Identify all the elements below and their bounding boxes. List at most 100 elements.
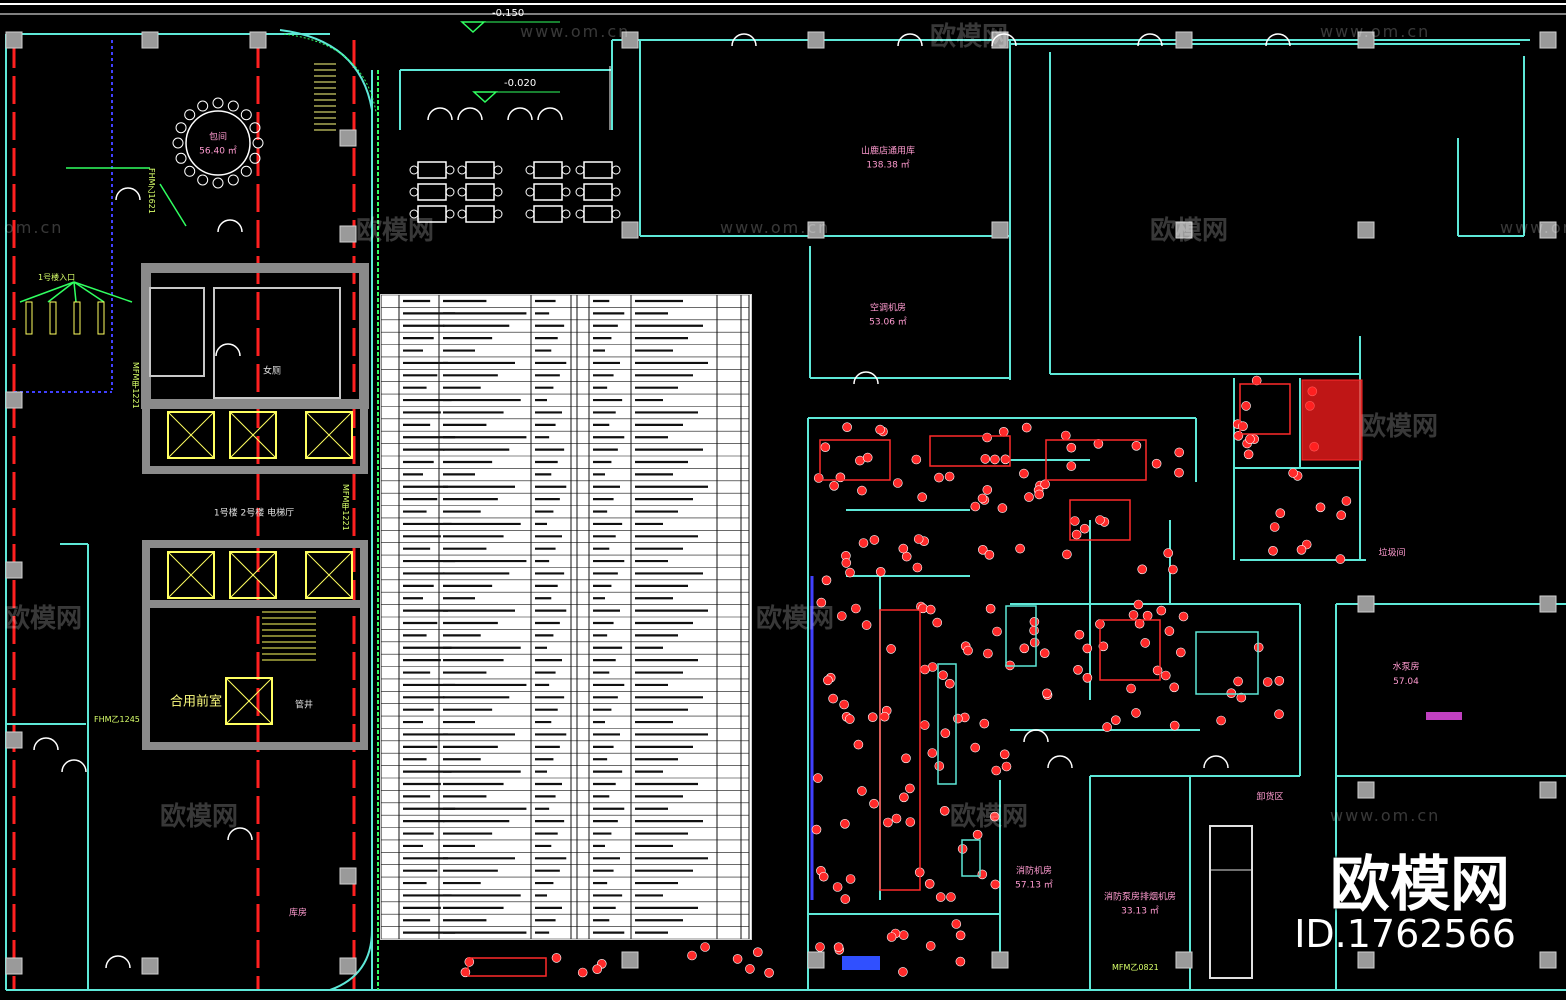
equipment-tag — [1131, 708, 1141, 718]
equipment-tag — [1062, 549, 1072, 560]
column — [621, 31, 639, 49]
equipment-tag — [1034, 489, 1044, 500]
elevator-cross — [305, 411, 353, 459]
equipment-tag — [858, 538, 869, 548]
equipment-tag — [1269, 522, 1280, 532]
door-tag-banquet: FHM乙1621 — [147, 168, 156, 214]
equipment-tag — [1315, 502, 1326, 513]
room-name-storage: 山鹿店通用库 — [860, 146, 916, 157]
equipment-tag — [997, 503, 1008, 513]
chair — [409, 165, 419, 175]
chair — [525, 187, 535, 197]
equipment-tag — [1061, 430, 1071, 441]
watermark-url: www.om.cn — [520, 22, 631, 41]
column — [1539, 951, 1557, 969]
room-name-restroom: 女厕 — [262, 366, 282, 377]
chair — [445, 209, 455, 219]
equipment-tag — [811, 824, 822, 835]
column — [621, 951, 639, 969]
equipment-tag — [990, 454, 1000, 465]
equipment-tag — [813, 773, 823, 783]
equipment-tag — [1236, 692, 1247, 703]
equipment-tag — [980, 454, 991, 464]
equipment-tag — [820, 442, 831, 453]
equipment-tag — [700, 942, 710, 952]
column — [1357, 31, 1375, 49]
chair — [575, 209, 585, 219]
equipment-tag — [912, 562, 923, 573]
chair — [561, 165, 571, 175]
equipment-tag — [934, 761, 945, 771]
equipment-tag — [764, 967, 774, 978]
dining-table — [583, 205, 613, 223]
equipment-tag — [925, 941, 936, 951]
equipment-tag — [911, 454, 922, 465]
wall-lines — [5, 29, 1566, 991]
column — [339, 957, 357, 975]
equipment-tag — [927, 748, 938, 758]
equipment-tag — [977, 544, 988, 555]
watermark-brand: 欧模网 — [1150, 216, 1229, 246]
equipment-tag — [752, 947, 763, 958]
column — [1175, 221, 1193, 239]
door-swing — [1203, 755, 1229, 769]
equipment-tag — [816, 597, 827, 608]
equipment-tag — [953, 713, 963, 724]
chair — [227, 100, 239, 112]
equipment-tag — [840, 894, 851, 904]
equipment-tag — [592, 964, 603, 975]
equipment-tag — [983, 648, 993, 659]
watermark-brand: 欧模网 — [356, 216, 435, 246]
equipment-tag — [1216, 715, 1226, 726]
bollard — [97, 301, 105, 335]
equipment-tag — [1151, 458, 1162, 469]
asset-id: ID.1762566 — [1294, 912, 1516, 956]
equipment-tag — [1019, 643, 1030, 654]
equipment-tag — [1098, 641, 1109, 652]
equipment-tag — [934, 472, 944, 483]
elevator-cross — [305, 551, 353, 599]
level-marker-top: -0.150 — [492, 8, 525, 19]
elevator-cross — [167, 411, 215, 459]
room-area-ac: 53.06 ㎡ — [869, 317, 907, 328]
room-name-fire: 消防机房 — [1015, 866, 1053, 877]
equipment-tag — [935, 892, 946, 902]
equipment-tag — [857, 786, 867, 796]
brand-logo-text: 欧模网 — [1330, 850, 1510, 920]
equipment-tag — [1001, 761, 1012, 772]
column — [1539, 31, 1557, 49]
equipment-tag — [1039, 648, 1050, 659]
equipment-tag — [1268, 545, 1278, 556]
equipment-tag — [998, 426, 1009, 437]
room-area-firepump: 33.13 ㎡ — [1121, 906, 1159, 917]
room-name-firepump: 消防泵房排烟机房 — [1103, 892, 1177, 903]
misc-symbols — [460, 21, 1462, 979]
chair — [240, 109, 252, 121]
door-tag-core-east: MFM甲1221 — [341, 484, 350, 531]
dining-table — [465, 161, 495, 179]
counter-outline — [467, 957, 547, 977]
elevator-bank-top — [142, 400, 368, 474]
toilet-stall — [149, 287, 205, 377]
door-swings — [33, 33, 1291, 969]
equipment-tag — [946, 892, 956, 902]
round-table — [185, 110, 251, 176]
entrance-line — [73, 281, 105, 303]
equipment-tag — [867, 712, 878, 723]
chair — [172, 137, 184, 149]
watermark-url: www.om.cn — [1500, 218, 1566, 237]
kitchen-counter — [1239, 383, 1291, 435]
equipment-tag — [845, 874, 856, 884]
elevator-core — [141, 63, 369, 750]
door-swing — [115, 187, 141, 201]
equipment-tag — [970, 501, 981, 512]
door-swing — [215, 343, 241, 357]
equipment-tag — [1082, 643, 1093, 654]
chair — [184, 165, 196, 177]
equipment-tag — [977, 493, 988, 504]
kitchen-fixture — [1005, 605, 1037, 667]
column — [621, 221, 639, 239]
equipment-tag — [1169, 682, 1179, 693]
equipment-tag — [1029, 616, 1040, 627]
